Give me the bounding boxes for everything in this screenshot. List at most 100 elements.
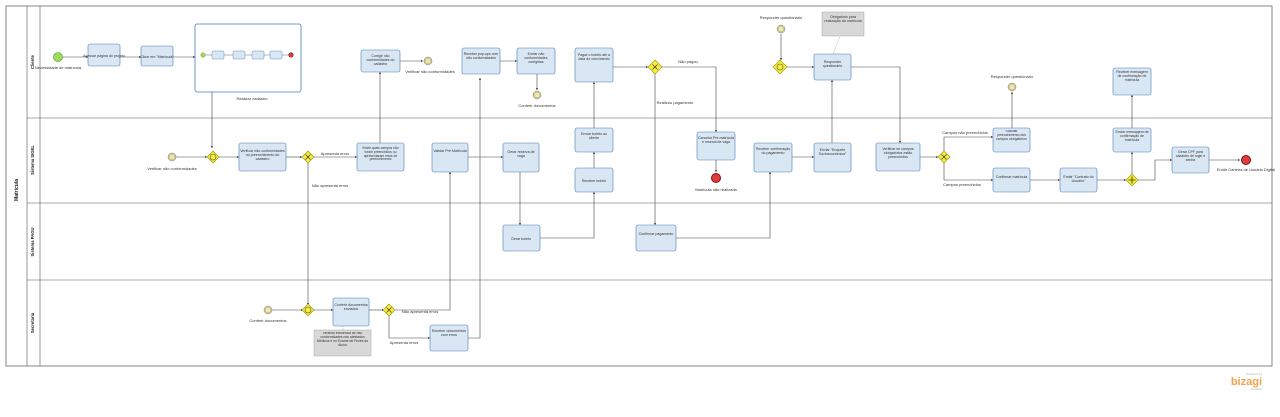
event-label: Emitir Carteira de Usuário Digital bbox=[1217, 167, 1275, 172]
gateway-parallel-sigel-1 bbox=[206, 150, 220, 164]
gateway-parallel-final bbox=[1125, 173, 1139, 187]
task-receber-pop[interactable]: Receber pop-ups com não conformidades bbox=[461, 47, 501, 75]
task-confirmar-pag[interactable]: Confirmar pagamento bbox=[635, 224, 677, 252]
annotation-text: Obrigatório para realização da matrícula bbox=[824, 15, 862, 24]
task-enviar-msg[interactable]: Enviar mensagem de confirmação de matríc… bbox=[1112, 127, 1152, 153]
task-pagar[interactable]: Pagar o boleto até a data do vencimento bbox=[574, 47, 614, 83]
task-enviar-quest[interactable]: Enviar "Enquete Socioeconômica" bbox=[813, 142, 852, 173]
flow-label: Realizou pagamento bbox=[657, 100, 694, 105]
subprocess-label: Realizar cadastro bbox=[236, 96, 268, 101]
subprocess-realizar-cadastro[interactable]: Realizar cadastro bbox=[194, 23, 302, 101]
task-label: Acessar página do projeto bbox=[83, 54, 125, 58]
task-label: Confirmar matrícula bbox=[995, 175, 1028, 179]
task-clicar[interactable]: Clicar em "Matrícula" bbox=[140, 45, 174, 67]
lane-label-secretaria: Secretaria bbox=[30, 312, 35, 333]
event-label: Responder questionário bbox=[760, 15, 803, 20]
task-label: Pagar o boleto até a data do vencimento bbox=[577, 53, 611, 62]
event-label: Verificar não conformidades bbox=[405, 69, 455, 74]
flow-label: Campos não preenchidos bbox=[942, 130, 988, 135]
task-label: Corrigir não conformidades do cadastro bbox=[366, 54, 395, 66]
brand-name: bizagi bbox=[1231, 376, 1262, 388]
task-conferir-doc[interactable]: Conferir documentos enviados bbox=[332, 297, 370, 327]
task-label: Enviar mensagem de confirmação de matríc… bbox=[1115, 130, 1149, 142]
flow-label: Apresenta erros bbox=[390, 340, 418, 345]
event-label: Conferir documentos bbox=[518, 103, 555, 108]
task-receber-boleto[interactable]: Receber boleto bbox=[574, 167, 614, 193]
task-label: Gerar boleto bbox=[511, 237, 531, 241]
sequence-flows bbox=[63, 34, 1241, 340]
gateway-event-secretaria bbox=[301, 303, 315, 317]
msg-event-verificar-nc: Verificar não conformidades bbox=[405, 56, 455, 74]
gateway-exclusive-pagamento bbox=[647, 59, 663, 75]
event-label: Responder questionário bbox=[991, 74, 1034, 79]
task-label: Enviar não conformidades corrigidas bbox=[524, 52, 548, 64]
brand-tag: Powered by bbox=[1246, 372, 1262, 376]
event-label: Matrícula não realizada bbox=[695, 187, 737, 192]
task-solicitar[interactable]: Solicitar preenchimento dos campos obrig… bbox=[992, 127, 1031, 153]
task-label: Receber documentos com erros bbox=[431, 329, 467, 338]
task-confirmar-mat[interactable]: Confirmar matrícula bbox=[992, 167, 1031, 193]
gateway-exclusive-erros bbox=[301, 150, 315, 164]
task-acessar[interactable]: Acessar página do projeto bbox=[83, 43, 125, 67]
task-emitir-campos[interactable]: Emitir quais campos não foram preenchido… bbox=[356, 142, 405, 172]
task-cancelar[interactable]: Cancelar Pré-matrícula e reserva de vaga bbox=[696, 131, 736, 161]
task-label: Enviar "Enquete Socioeconômica" bbox=[818, 148, 847, 157]
gateway-exclusive-campos bbox=[937, 150, 951, 164]
lane-label-pagu: Sistema PAGU bbox=[30, 227, 35, 256]
annotation-obrigatorio: Obrigatório para realização da matrícula bbox=[821, 11, 865, 37]
start-event: Necessidade de matrícula bbox=[35, 52, 82, 70]
lane-label-sigel: Sistema SIGEL bbox=[30, 145, 35, 175]
task-label: Emitir "Contrato do Usuário" bbox=[1063, 175, 1094, 184]
task-enviar-boleto[interactable]: Enviar boleto ao cliente bbox=[574, 127, 614, 153]
task-verif-obrig[interactable]: Verificar se campos obrigatórios estão p… bbox=[875, 142, 921, 172]
task-verif-preench[interactable]: Verificar não conformidades no preenchim… bbox=[238, 142, 287, 172]
msg-event-verificar-nc-sigel: Verificar não conformidades bbox=[147, 152, 197, 171]
task-label: Responder questionário bbox=[822, 60, 843, 69]
gateway-event-cliente bbox=[772, 59, 788, 75]
end-event-nao-realizada: Matrícula não realizada bbox=[695, 173, 738, 192]
task-label: Receber pop-ups com não conformidades bbox=[463, 52, 499, 60]
task-receber-msg[interactable]: Receber mensagem de confirmação de matrí… bbox=[1112, 67, 1152, 96]
task-label: Cancelar Pré-matrícula e reserva de vaga bbox=[698, 136, 734, 144]
bizagi-logo: Powered by bizagi Modeler bbox=[1231, 372, 1263, 391]
task-label: Validar Pré Matrícula bbox=[433, 149, 467, 153]
task-label: Gerar reserva de vaga bbox=[507, 150, 535, 159]
flow-label: Não pagou bbox=[678, 59, 698, 64]
task-receber-conf[interactable]: Receber confirmação do pagamento bbox=[753, 142, 793, 173]
pool-label: Matrícula bbox=[14, 179, 20, 201]
task-validar[interactable]: Validar Pré Matrícula bbox=[431, 142, 469, 173]
msg-event-responder-quest: Responder questionário bbox=[991, 74, 1034, 92]
task-gerar-cpf[interactable]: Gerar CPF para cadastro de login e senha bbox=[1171, 146, 1210, 174]
msg-event-conferir-doc: Conferir documentos bbox=[518, 90, 556, 108]
task-label: Conferir documentos enviados bbox=[334, 303, 368, 312]
task-label: Emitir quais campos não foram preenchido… bbox=[362, 146, 399, 162]
task-label: Enviar boleto ao cliente bbox=[581, 132, 607, 141]
annotation-text: Verificar existência de não conformidade… bbox=[316, 332, 369, 347]
lane-label-cliente: Cliente bbox=[30, 54, 35, 69]
task-label: Solicitar preenchimento dos campos obrig… bbox=[996, 130, 1027, 141]
gateway-exclusive-secretaria bbox=[382, 303, 396, 317]
brand-sub: Modeler bbox=[1251, 387, 1262, 391]
task-corrigir-nc[interactable]: Corrigir não conformidades do cadastro bbox=[360, 49, 401, 73]
task-gerar-reserva[interactable]: Gerar reserva de vaga bbox=[502, 142, 540, 173]
task-label: Receber mensagem de confirmação de matrí… bbox=[1116, 70, 1148, 82]
event-label: Verificar não conformidades bbox=[147, 166, 197, 171]
flow-label: Não apresenta erros bbox=[312, 183, 348, 188]
lane-dividers bbox=[27, 117, 1272, 281]
msg-event-conferir-doc-sec: Conferir documentos bbox=[249, 305, 287, 323]
task-label: Gerar CPF para cadastro de login e senha bbox=[1175, 150, 1206, 162]
task-responder[interactable]: Responder questionário bbox=[813, 53, 852, 81]
task-enviar-nc[interactable]: Enviar não conformidades corrigidas bbox=[516, 47, 556, 75]
annotation-verificar: Verificar existência de não conformidade… bbox=[313, 329, 372, 357]
task-label: Receber confirmação do pagamento bbox=[755, 147, 791, 156]
task-gerar-boleto[interactable]: Gerar boleto bbox=[502, 224, 541, 252]
flow-label: Apresenta erros bbox=[321, 151, 349, 156]
timer-event-responder: Responder questionário bbox=[760, 15, 803, 34]
flow-label: Campos preenchidos bbox=[943, 182, 981, 187]
task-emitir-contrato[interactable]: Emitir "Contrato do Usuário" bbox=[1059, 167, 1098, 193]
task-label: Receber boleto bbox=[582, 179, 606, 183]
task-label: Confirmar pagamento bbox=[638, 232, 674, 236]
task-receber-doc[interactable]: Receber documentos com erros bbox=[429, 324, 469, 352]
event-label: Conferir documentos bbox=[249, 318, 286, 323]
task-label: Clicar em "Matrícula" bbox=[140, 55, 174, 59]
